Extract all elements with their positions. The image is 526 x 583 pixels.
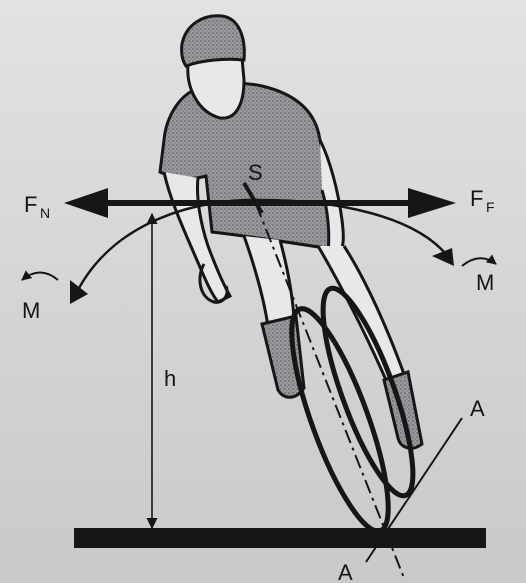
- moment-right-label: M: [476, 270, 494, 295]
- moment-left-label: M: [22, 298, 40, 323]
- normal-force-label: F: [24, 192, 37, 217]
- height-label: h: [164, 366, 176, 391]
- ground-bar: [74, 528, 486, 548]
- normal-force-arrowhead: [64, 188, 108, 218]
- moment-left-curl-arrow: [22, 273, 58, 281]
- moment-arc-left-arrowhead: [70, 280, 88, 304]
- axis-a-bottom-label: A: [338, 560, 353, 583]
- normal-force-subscript: N: [40, 205, 50, 221]
- rider-figure: [160, 16, 422, 449]
- rider-helmet: [182, 16, 245, 66]
- centrifugal-force-arrowhead: [408, 188, 456, 218]
- centrifugal-force-subscript: F: [486, 199, 495, 215]
- axis-a-top-label: A: [470, 396, 485, 421]
- centrifugal-force-label: F: [470, 186, 483, 211]
- center-of-mass-label: S: [248, 160, 263, 185]
- moment-right-curl-arrow: [462, 258, 496, 266]
